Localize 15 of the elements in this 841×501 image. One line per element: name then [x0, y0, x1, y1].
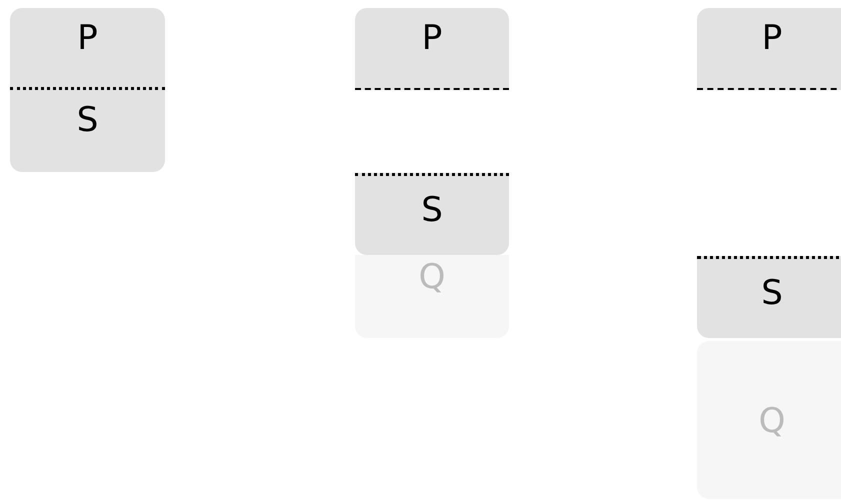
- label-box: [355, 255, 509, 338]
- box-letter: S: [421, 190, 443, 232]
- label-box: [697, 8, 841, 90]
- label-box: [10, 90, 165, 172]
- label-box: [697, 256, 841, 338]
- box-letter: P: [762, 18, 782, 60]
- label-box: [355, 8, 509, 90]
- box-letter: S: [761, 273, 783, 315]
- box-letter: Q: [418, 257, 446, 299]
- box-letter: S: [76, 100, 98, 142]
- label-box: [10, 8, 165, 90]
- box-letter: P: [77, 18, 98, 60]
- box-letter: P: [422, 18, 442, 60]
- label-box: [355, 173, 509, 255]
- box-letter: Q: [758, 401, 786, 443]
